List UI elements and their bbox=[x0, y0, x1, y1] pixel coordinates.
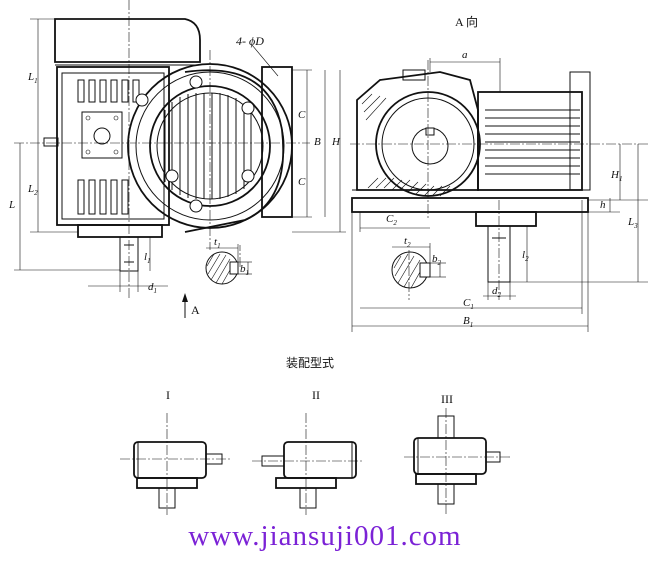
housing-hatch bbox=[361, 93, 451, 197]
dim-l: L bbox=[8, 199, 15, 211]
view-a-title: A 向 bbox=[455, 14, 478, 29]
left-view bbox=[14, 0, 346, 318]
dim-h: h bbox=[600, 199, 606, 211]
shaft-section-2 bbox=[391, 243, 446, 289]
dim-t1: t1 bbox=[214, 236, 221, 250]
roman-2: II bbox=[312, 388, 320, 402]
gear-housing bbox=[356, 71, 479, 191]
bottom-flange bbox=[77, 224, 163, 238]
dim-a: a bbox=[462, 49, 468, 61]
dim-b1: B1 bbox=[463, 315, 473, 329]
section-title: 装配型式 bbox=[286, 356, 334, 370]
dim-c1: C1 bbox=[463, 297, 474, 311]
motor-housing-top bbox=[54, 18, 201, 63]
dim-b2: b2 bbox=[432, 253, 442, 267]
vent-plug bbox=[402, 69, 426, 81]
bearing-cover bbox=[81, 111, 123, 159]
output-flange bbox=[475, 211, 537, 227]
watermark-url: www.jiansuji001.com bbox=[188, 520, 462, 552]
bolt-holes bbox=[135, 75, 255, 213]
assembly-type-2 bbox=[252, 413, 362, 515]
roman-3: III bbox=[441, 392, 453, 406]
lower-fins bbox=[77, 179, 129, 215]
assembly-type-3 bbox=[404, 408, 510, 515]
dim-d2: d2 bbox=[492, 285, 502, 299]
base-plate bbox=[351, 197, 589, 213]
dim-c2: C2 bbox=[386, 213, 397, 227]
left-dim-labels: L1 L2 L C C B H bbox=[8, 71, 341, 211]
dim-h1: H1 bbox=[610, 169, 622, 183]
bore bbox=[93, 127, 111, 145]
dim-l2: L2 bbox=[27, 183, 38, 197]
dim-l2: l2 bbox=[522, 249, 529, 263]
assembly-type-1 bbox=[120, 413, 230, 515]
motor-fins bbox=[164, 93, 252, 199]
dim-l1-shaft: l1 bbox=[144, 251, 151, 265]
right-dim-labels: a H1 h L3 C2 t2 b2 l2 d2 C1 B1 bbox=[386, 49, 638, 329]
dim-t2: t2 bbox=[404, 235, 411, 249]
arrow-label: A bbox=[191, 303, 200, 317]
right-view bbox=[350, 58, 648, 332]
upper-fins bbox=[77, 79, 140, 103]
dim-c-upper: C bbox=[298, 109, 306, 121]
shaft-dim-labels-left: t1 b1 l1 d1 bbox=[144, 236, 249, 295]
roman-1: I bbox=[166, 388, 170, 402]
right-dimensions bbox=[351, 58, 648, 332]
motor-fins-right bbox=[485, 109, 580, 175]
dim-h: H bbox=[331, 136, 341, 148]
motor-body bbox=[477, 91, 583, 191]
dim-l1: L1 bbox=[27, 71, 38, 85]
left-dimensions bbox=[14, 18, 346, 292]
dim-b: B bbox=[314, 136, 321, 148]
dim-c-lower: C bbox=[298, 176, 306, 188]
gearbox-housing bbox=[56, 66, 170, 226]
shaft-section-1 bbox=[205, 244, 252, 285]
dim-l3: L3 bbox=[627, 216, 638, 230]
hole-leader bbox=[251, 44, 279, 77]
dim-b1: b1 bbox=[240, 263, 249, 277]
hole-label: 4- ϕD bbox=[236, 34, 264, 48]
dim-d1: d1 bbox=[148, 281, 157, 295]
